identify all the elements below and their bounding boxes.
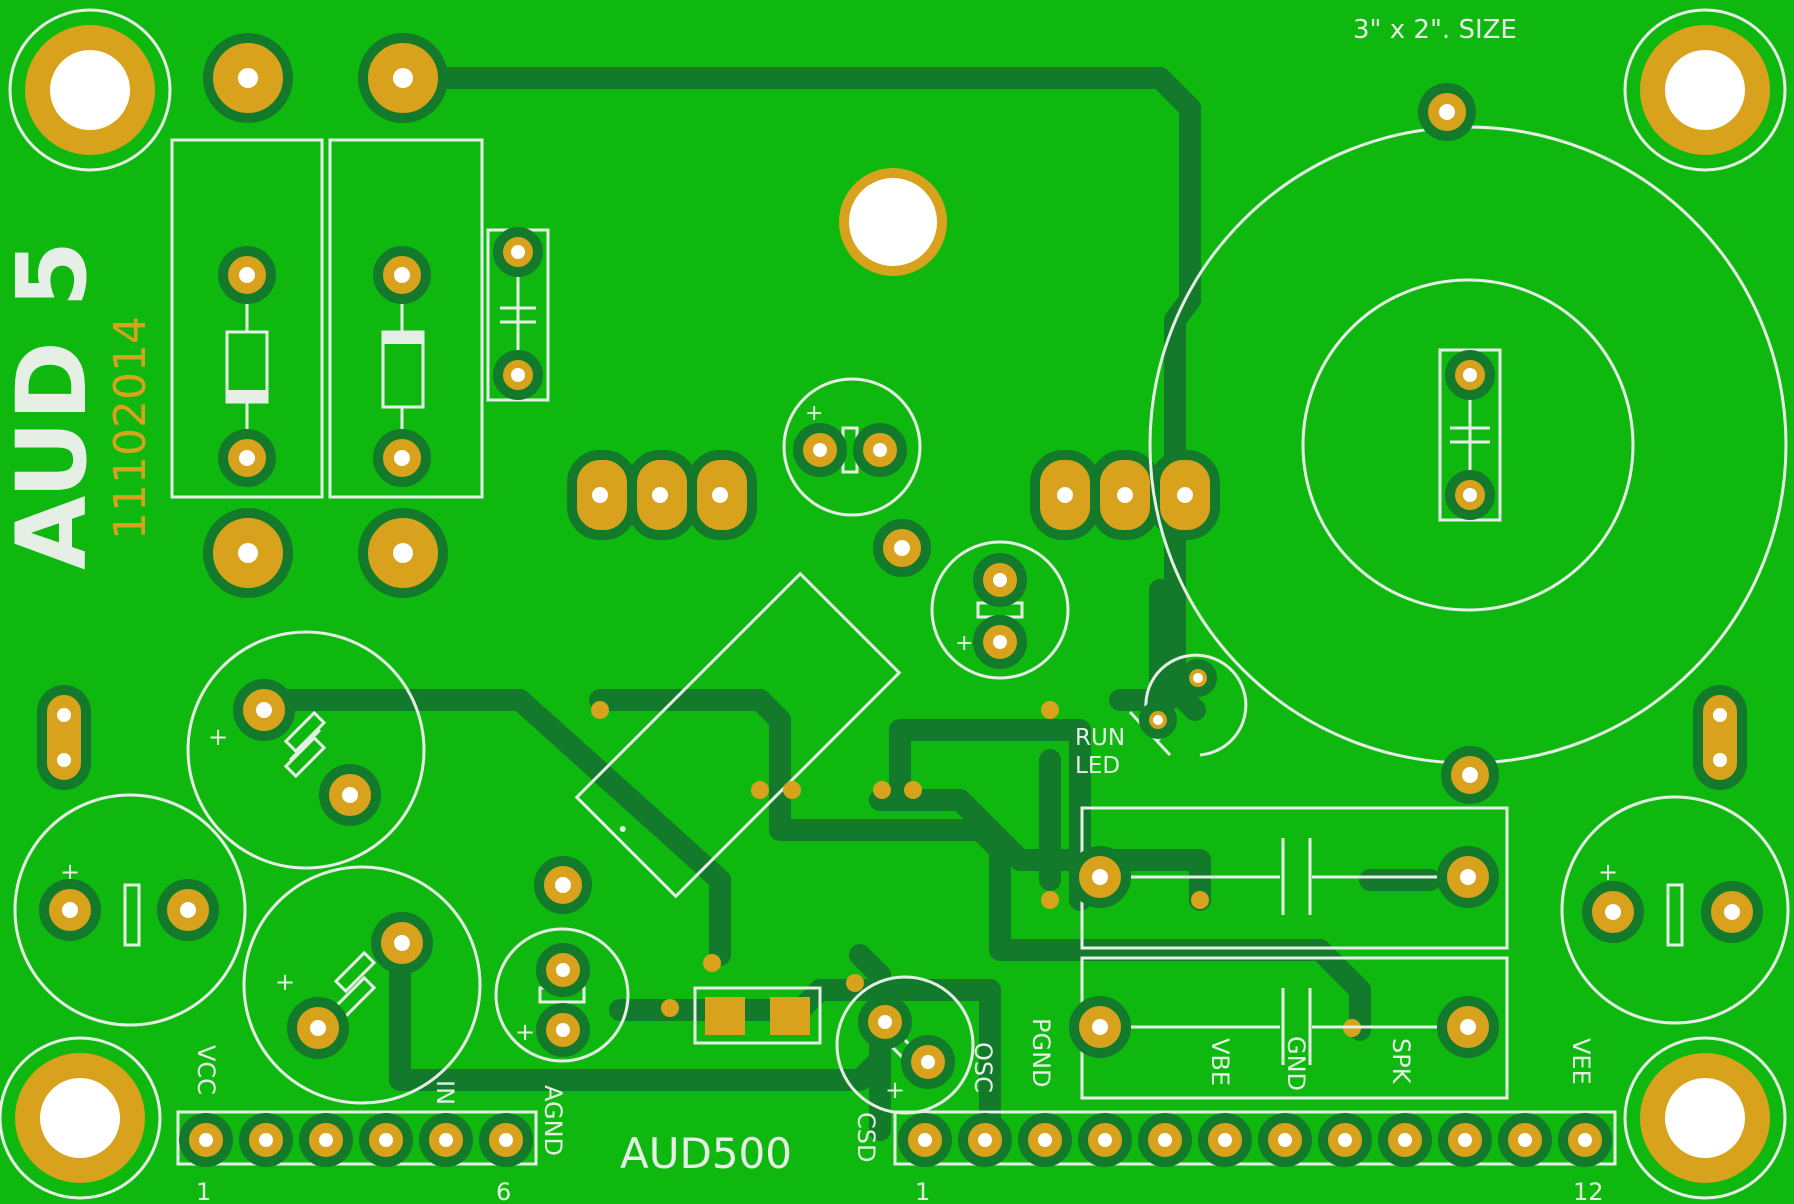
single-pad-mid: [873, 519, 931, 577]
label-vbe: VBE: [1206, 1038, 1234, 1086]
mounting-hole-bottom-left: [0, 1036, 162, 1200]
film-capacitor-upper: [1069, 806, 1509, 950]
electrolytic-cap-csd: +: [835, 975, 975, 1115]
diode-left: [170, 138, 324, 499]
run-label: RUN: [1075, 725, 1125, 751]
svg-text:+: +: [60, 858, 80, 886]
electrolytic-cap-upper-left: +: [186, 630, 426, 870]
label-csd: CSD: [852, 1112, 880, 1162]
regulator-left: [567, 450, 757, 540]
smd-resistor: [693, 986, 822, 1045]
svg-text:+: +: [275, 968, 295, 996]
label-pgnd: PGND: [1027, 1018, 1055, 1088]
capacitor-small-top: [486, 227, 550, 402]
label-gnd: GND: [1282, 1036, 1310, 1091]
svg-text:+: +: [208, 723, 228, 751]
label-vcc: VCC: [192, 1045, 220, 1095]
mounting-hole-top-left: [8, 8, 172, 172]
side-pads-left: [37, 685, 91, 790]
left-header-pin-last: 6: [496, 1178, 511, 1204]
electrolytic-cap-bottom-center: +: [494, 856, 630, 1063]
svg-text:+: +: [805, 401, 823, 426]
run-led: RUN LED: [1075, 653, 1248, 779]
electrolytic-cap-left: +: [13, 793, 247, 1027]
label-osc: OSC: [969, 1042, 997, 1093]
part-number: AUD500: [620, 1129, 792, 1178]
label-vee: VEE: [1567, 1038, 1595, 1085]
regulator-right: [1030, 450, 1220, 540]
label-in: IN: [431, 1080, 459, 1105]
electrolytic-cap-lower-left: +: [242, 865, 482, 1105]
mounting-hole-top-right: [1623, 8, 1787, 172]
power-pads: [203, 33, 448, 598]
left-header-pin-first: 1: [196, 1178, 211, 1204]
vias: [591, 701, 1361, 1037]
right-header-pin-last: 12: [1573, 1178, 1604, 1204]
diode-right: [328, 138, 484, 499]
label-agnd: AGND: [539, 1085, 567, 1156]
board-title: AUD 5: [0, 241, 108, 570]
right-header-pin-first: 1: [915, 1178, 930, 1204]
side-pads-right: [1693, 685, 1747, 790]
mounting-hole-bottom-right: [1623, 1036, 1787, 1200]
svg-text:+: +: [1598, 858, 1618, 886]
electrolytic-cap-mid: +: [930, 540, 1070, 680]
electrolytic-cap-right: +: [1560, 795, 1790, 1025]
svg-text:+: +: [955, 631, 973, 656]
mounting-hole-center: [839, 168, 947, 276]
filter-capacitor-large: [1148, 83, 1788, 804]
header-right: [893, 1110, 1617, 1167]
electrolytic-cap-top-center: +: [782, 377, 922, 517]
label-spk: SPK: [1387, 1038, 1415, 1085]
size-note: 3" x 2". SIZE: [1353, 15, 1517, 45]
film-capacitor-lower: [1069, 956, 1509, 1100]
header-left: [176, 1110, 538, 1167]
led-label: LED: [1075, 753, 1120, 779]
board-date: 11102014: [105, 316, 156, 540]
svg-text:+: +: [515, 1018, 535, 1046]
svg-text:+: +: [885, 1076, 905, 1104]
